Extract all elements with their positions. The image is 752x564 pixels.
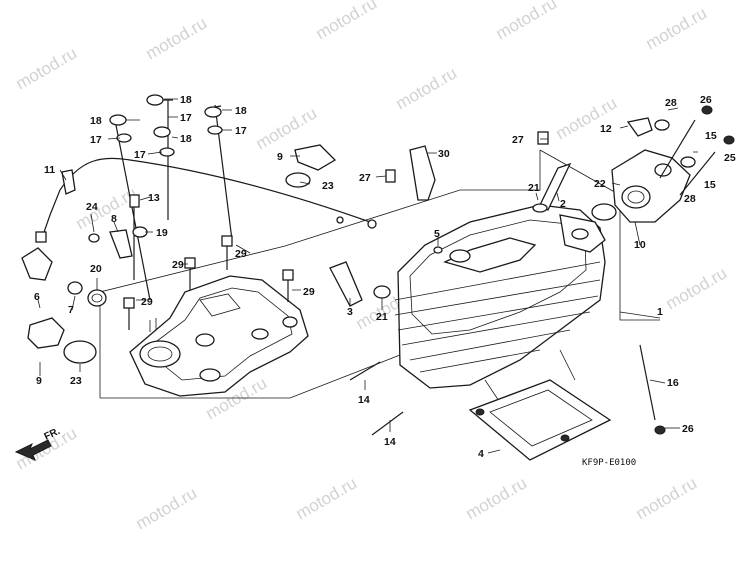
callout-14: 14 xyxy=(384,436,396,448)
callout-numbers: 18 17 18 17 18 17 18 17 11 9 23 30 27 27… xyxy=(34,94,736,460)
watermark-text: motod.ru xyxy=(73,183,141,233)
watermark-text: motod.ru xyxy=(463,473,531,523)
intake-manifold xyxy=(591,149,691,223)
watermark-text: motod.ru xyxy=(143,13,211,63)
watermark-text: motod.ru xyxy=(133,483,201,533)
callout-23: 23 xyxy=(70,375,82,387)
callout-18: 18 xyxy=(90,115,102,127)
callout-13: 13 xyxy=(148,192,160,204)
throttle-cable xyxy=(35,157,377,243)
callout-4: 4 xyxy=(478,448,484,460)
callout-6: 6 xyxy=(34,291,40,303)
callout-26: 26 xyxy=(700,94,712,106)
callout-leaders xyxy=(37,98,707,454)
callout-23: 23 xyxy=(322,180,334,192)
watermark-text: motod.ru xyxy=(633,473,701,523)
cylinder-head-gasket xyxy=(468,379,612,461)
callout-15: 15 xyxy=(705,130,717,142)
cylinder-head xyxy=(394,204,606,411)
callout-18: 18 xyxy=(235,105,247,117)
watermark-text: motod.ru xyxy=(313,0,381,43)
callout-25: 25 xyxy=(724,152,736,164)
callout-27: 27 xyxy=(512,134,524,146)
watermark-text: motod.ru xyxy=(643,3,711,53)
callout-29: 29 xyxy=(303,286,315,298)
callout-16: 16 xyxy=(667,377,679,389)
callout-14: 14 xyxy=(358,394,370,406)
callout-10: 10 xyxy=(634,239,646,251)
callout-17: 17 xyxy=(90,134,102,146)
callout-29: 29 xyxy=(172,259,184,271)
callout-9: 9 xyxy=(277,151,283,163)
callout-24: 24 xyxy=(86,201,98,213)
callout-5: 5 xyxy=(434,228,440,240)
callout-21: 21 xyxy=(376,311,388,323)
callout-7: 7 xyxy=(68,304,74,316)
watermark-layer: motod.ru motod.ru motod.ru motod.ru moto… xyxy=(13,0,731,533)
callout-12: 12 xyxy=(600,123,612,135)
callout-19: 19 xyxy=(156,227,168,239)
callout-22: 22 xyxy=(594,178,606,190)
callout-18: 18 xyxy=(180,133,192,145)
callout-1: 1 xyxy=(657,306,663,318)
small-parts xyxy=(21,94,572,364)
watermark-text: motod.ru xyxy=(293,473,361,523)
callout-30: 30 xyxy=(438,148,450,160)
callout-26: 26 xyxy=(682,423,694,435)
cylinder-head-cover xyxy=(129,275,309,397)
callout-9: 9 xyxy=(36,375,42,387)
watermark-text: motod.ru xyxy=(493,0,561,43)
callout-29: 29 xyxy=(141,296,153,308)
callout-17: 17 xyxy=(180,112,192,124)
callout-18: 18 xyxy=(180,94,192,106)
callout-27: 27 xyxy=(359,172,371,184)
watermark-text: motod.ru xyxy=(663,263,731,313)
watermark-text: motod.ru xyxy=(253,103,321,153)
callout-2: 2 xyxy=(560,198,566,210)
callout-8: 8 xyxy=(111,213,117,225)
callout-21: 21 xyxy=(528,182,540,194)
callout-20: 20 xyxy=(90,263,102,275)
callout-15: 15 xyxy=(704,179,716,191)
callout-28: 28 xyxy=(665,97,677,109)
callout-11: 11 xyxy=(44,164,55,176)
watermark-text: motod.ru xyxy=(13,43,81,93)
callout-17: 17 xyxy=(134,149,146,161)
callout-3: 3 xyxy=(347,306,353,318)
callout-29: 29 xyxy=(235,248,247,260)
callout-17: 17 xyxy=(235,125,247,137)
diagram-code: KF9P-E0100 xyxy=(582,458,636,468)
callout-28: 28 xyxy=(684,193,696,205)
watermark-text: motod.ru xyxy=(393,63,461,113)
watermark-text: motod.ru xyxy=(553,93,621,143)
